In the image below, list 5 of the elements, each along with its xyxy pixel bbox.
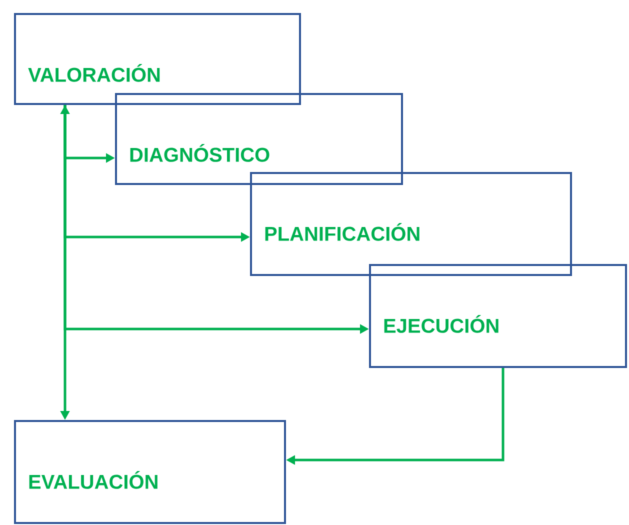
process-box: EVALUACIÓN	[14, 420, 286, 524]
process-box: DIAGNÓSTICO	[115, 93, 403, 185]
process-box: EJECUCIÓN	[369, 264, 627, 368]
process-box: PLANIFICACIÓN	[250, 172, 572, 276]
process-box: VALORACIÓN	[14, 13, 301, 105]
